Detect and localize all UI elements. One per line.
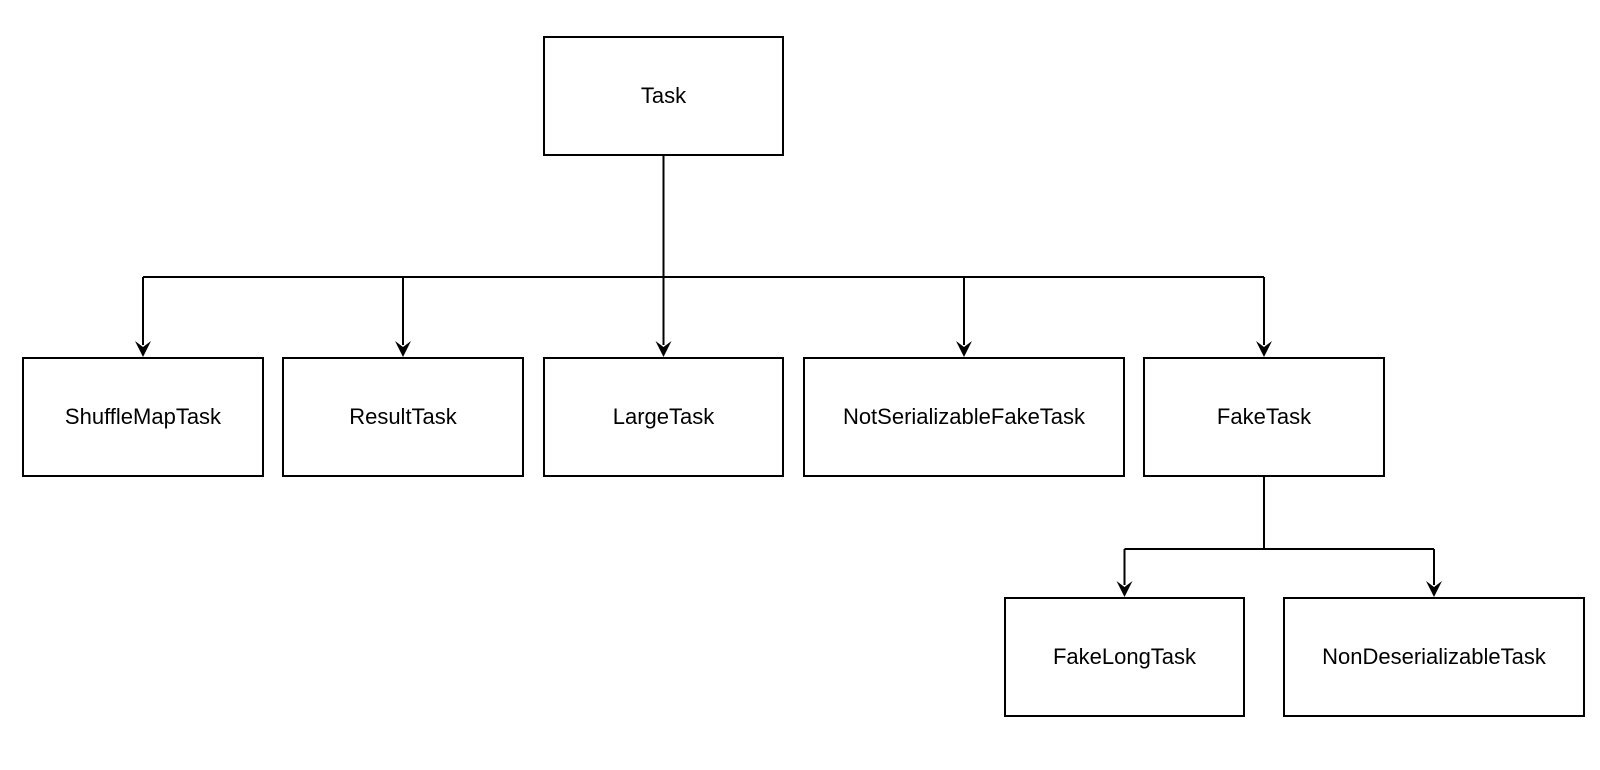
arrowhead-nondeserializabletask (1426, 581, 1442, 597)
fakelongtask-label: FakeLongTask (1052, 644, 1197, 669)
shufflemaptask-label: ShuffleMapTask (64, 404, 222, 429)
task-node: Task (543, 36, 784, 156)
arrowhead-largetask (655, 341, 672, 357)
largetask-label: LargeTask (612, 404, 715, 429)
arrowhead-shufflemaptask (135, 341, 151, 357)
arrowhead-notserializablefaketask (956, 341, 972, 357)
largetask-node: LargeTask (543, 357, 784, 477)
arrowhead-faketask (1256, 341, 1272, 357)
resulttask-label: ResultTask (349, 404, 457, 429)
notserializablefaketask-node: NotSerializableFakeTask (803, 357, 1125, 477)
task-label: Task (640, 83, 687, 108)
nondeserializabletask-label: NonDeserializableTask (1322, 644, 1546, 669)
nondeserializabletask-node: NonDeserializableTask (1283, 597, 1585, 717)
fakelongtask-node: FakeLongTask (1004, 597, 1245, 717)
arrowhead-resulttask (395, 341, 411, 357)
arrowhead-fakelongtask (1116, 581, 1133, 597)
shufflemaptask-node: ShuffleMapTask (22, 357, 264, 477)
faketask-node: FakeTask (1143, 357, 1385, 477)
resulttask-node: ResultTask (282, 357, 524, 477)
faketask-label: FakeTask (1216, 404, 1312, 429)
notserializablefaketask-label: NotSerializableFakeTask (842, 404, 1086, 429)
